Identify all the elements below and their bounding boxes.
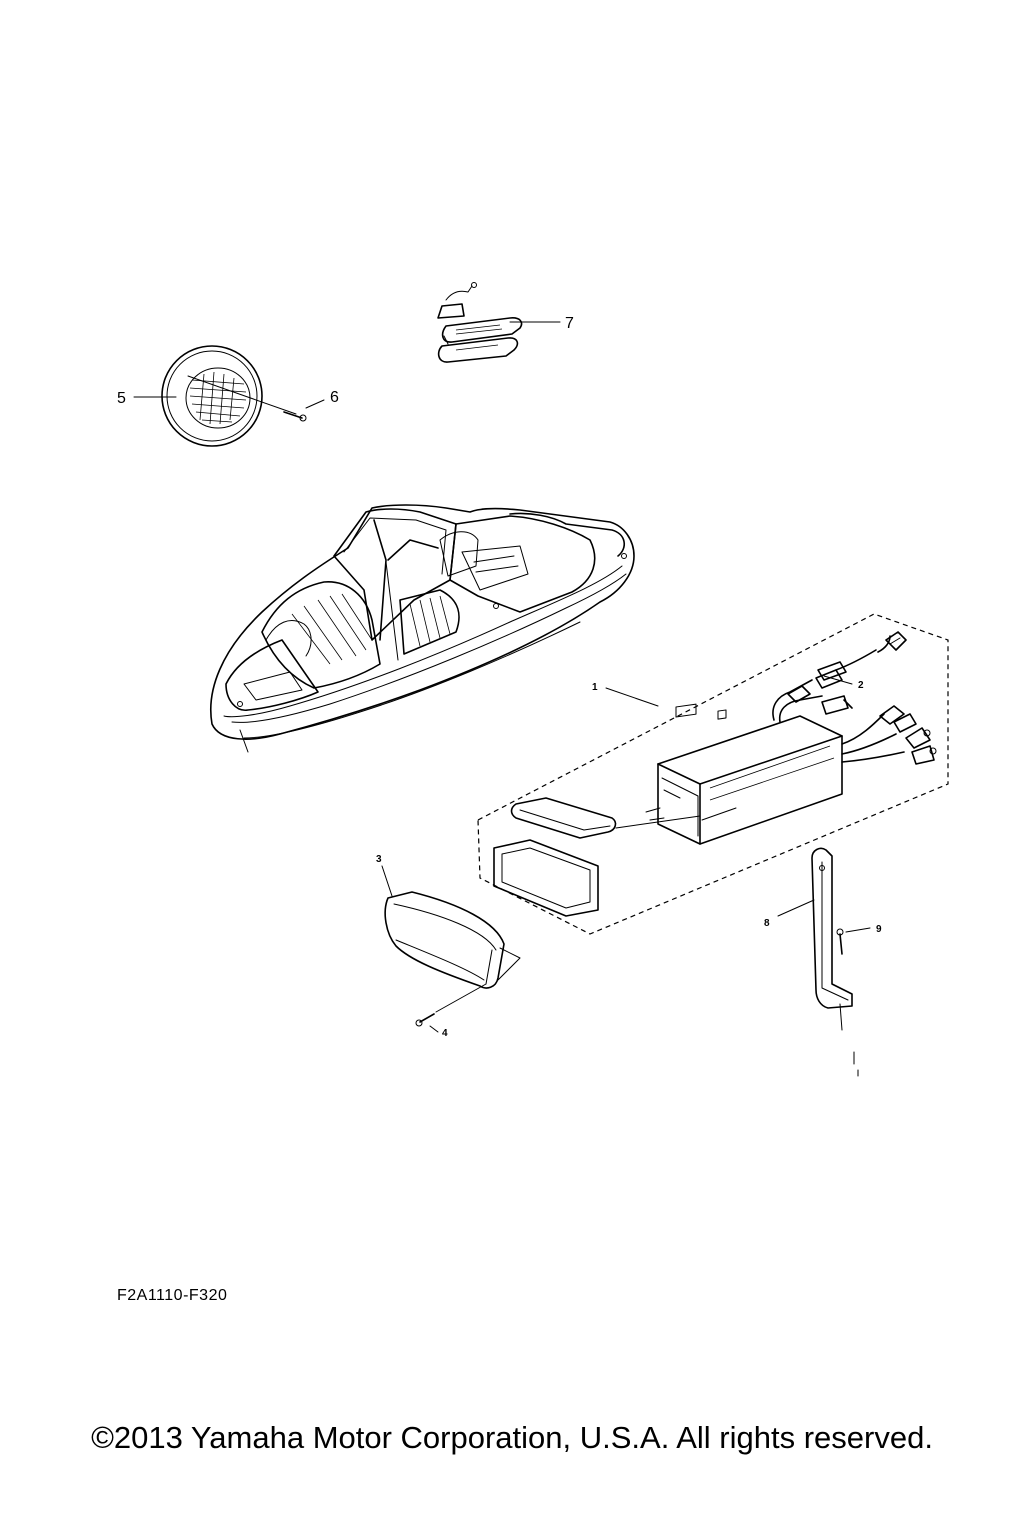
- part-2-connector: [817, 631, 907, 681]
- trim-frame: [493, 839, 599, 917]
- callout-7-label: 7: [565, 315, 574, 332]
- callout-4-label: 4: [442, 1028, 448, 1039]
- callout-3: 3: [376, 854, 393, 897]
- callout-7: 7: [509, 315, 574, 332]
- kit-boundary: [477, 613, 949, 935]
- callout-1: 1: [592, 682, 659, 707]
- part-4-screw: [415, 983, 487, 1027]
- callout-3-label: 3: [376, 854, 382, 865]
- part-8-bracket: [811, 847, 859, 1077]
- callout-4: 4: [429, 1025, 448, 1039]
- callout-9-label: 9: [876, 924, 882, 935]
- part-3-cover: [384, 891, 521, 989]
- wiring-harness: [772, 649, 937, 765]
- callout-8: 8: [764, 899, 815, 929]
- callout-5-label: 5: [117, 390, 126, 407]
- copyright-notice: ©2013 Yamaha Motor Corporation, U.S.A. A…: [91, 1420, 933, 1455]
- part-9-screw: [836, 928, 844, 955]
- part-1-stereo: [645, 703, 843, 845]
- callout-8-label: 8: [764, 918, 770, 929]
- callout-6-label: 6: [330, 389, 339, 406]
- callout-1-label: 1: [592, 682, 598, 693]
- part-7-light: [437, 282, 523, 363]
- callout-2: 2: [823, 675, 864, 691]
- mounting-sleeve: [510, 797, 701, 839]
- callout-9: 9: [845, 924, 882, 935]
- callout-6: 6: [305, 389, 339, 409]
- callout-2-label: 2: [858, 680, 864, 691]
- part-6-screw: [187, 375, 307, 422]
- callout-5: 5: [117, 390, 177, 407]
- boat-illustration: [210, 504, 635, 753]
- part-5-speaker: [161, 345, 263, 447]
- drawing-code: F2A1110-F320: [117, 1287, 228, 1304]
